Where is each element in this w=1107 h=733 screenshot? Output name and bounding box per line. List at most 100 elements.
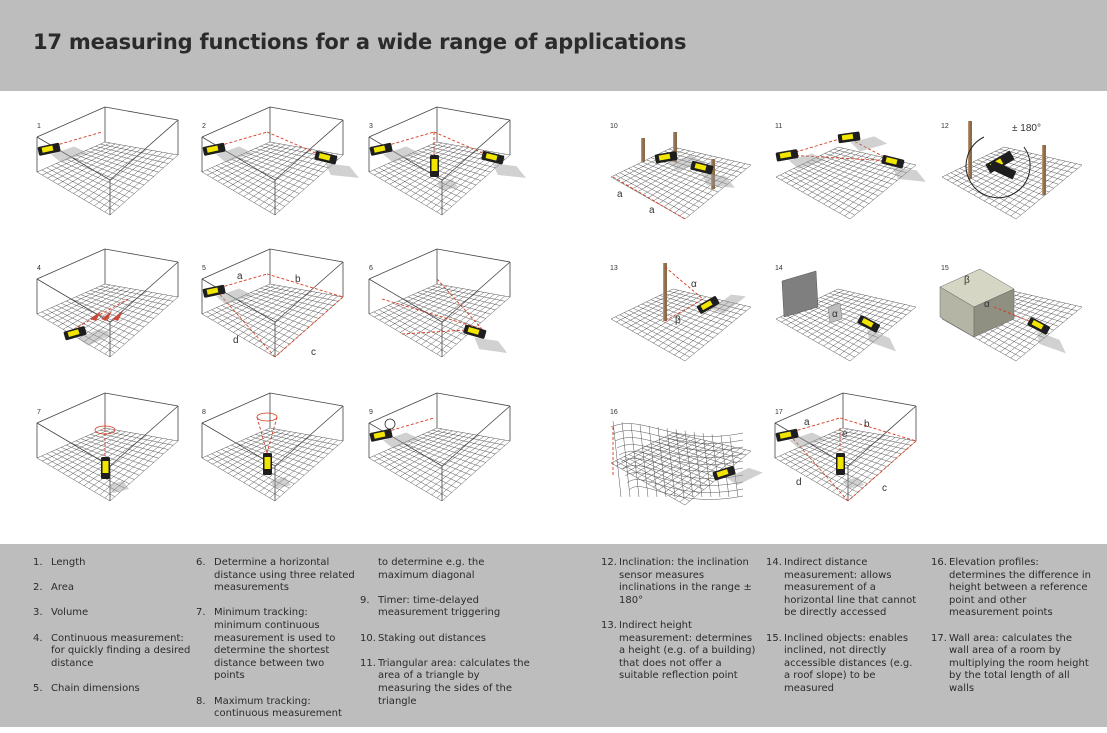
legend-item-number: 9. <box>360 594 370 606</box>
angle-alpha: α <box>832 309 838 320</box>
laser-meter-icon <box>463 324 508 354</box>
legend-item-number: 5. <box>33 682 43 694</box>
legend-item-text: Inclination: the inclination sensor meas… <box>619 557 752 606</box>
legend-item: 12.Inclination: the inclination sensor m… <box>601 557 761 607</box>
label-b: b <box>295 274 301 285</box>
legend-item-number: 4. <box>33 632 43 644</box>
legend-item-text: to determine e.g. the maximum diagonal <box>378 557 485 581</box>
illustration <box>36 106 179 216</box>
room-outline <box>368 248 511 357</box>
laser-beam <box>847 440 917 502</box>
laser-meter-icon <box>430 155 458 191</box>
angle-beta: β <box>964 275 970 286</box>
panel-number: 14 <box>775 265 783 272</box>
panel-number: 7 <box>37 409 41 416</box>
panel-11: 11 <box>768 117 928 247</box>
laser-beam <box>77 298 129 328</box>
legend-item-number: 1. <box>33 557 43 568</box>
legend-item-number: 3. <box>33 607 43 619</box>
laser-meter-icon <box>836 453 864 489</box>
panel-2: 2 <box>195 106 359 247</box>
illustration: βα <box>939 268 1083 362</box>
panel-number: 6 <box>369 265 373 272</box>
label-a: a <box>617 189 623 200</box>
legend-item: 1.Length <box>33 557 193 570</box>
panel-8: 8 <box>195 392 355 533</box>
room-outline <box>201 248 344 357</box>
laser-beam <box>787 432 849 502</box>
laser-beam <box>214 131 268 148</box>
panel-number: 3 <box>369 123 373 130</box>
illustration <box>201 392 344 502</box>
illustration: aa <box>610 132 752 220</box>
legend-item-text: Elevation profiles: determines the diffe… <box>949 557 1091 619</box>
illustration: ± 180° <box>941 121 1083 220</box>
legend-item: 11.Triangular area: calculates the area … <box>360 658 535 708</box>
room-outline <box>36 392 179 501</box>
laser-beam <box>381 131 435 148</box>
laser-beam <box>266 273 344 298</box>
legend-item: 7.Minimum tracking: minimum continuous m… <box>196 607 356 683</box>
panel-16: 16 <box>603 403 763 533</box>
laser-beam <box>266 416 278 454</box>
illustration <box>368 248 511 358</box>
wall-block <box>781 270 843 324</box>
angle-alpha: α <box>691 279 697 290</box>
laser-beam <box>787 417 841 434</box>
legend-item: 16.Elevation profiles: determines the di… <box>931 557 1091 620</box>
legend-item-number: 11. <box>360 657 376 669</box>
laser-meter-icon <box>857 315 896 352</box>
terrain-profile <box>610 420 744 500</box>
laser-meter-icon <box>690 161 735 188</box>
legend-item-text: Staking out distances <box>378 632 486 644</box>
laser-meter-icon <box>263 453 291 489</box>
panel-number: 16 <box>610 409 618 416</box>
legend-item-number: 8. <box>196 695 206 707</box>
laser-meter-icon <box>654 151 705 172</box>
legend-item-text: Indirect distance measurement: allows me… <box>784 557 917 619</box>
laser-beam <box>785 154 893 162</box>
illustration <box>201 106 359 216</box>
post <box>673 132 677 162</box>
post <box>663 263 667 321</box>
panel-number: 12 <box>941 123 949 130</box>
legend-item-text: Volume <box>51 607 89 619</box>
label-c: c <box>882 483 887 494</box>
tracking-circle <box>256 412 278 422</box>
rotation-arc <box>965 136 1031 199</box>
legend-item: 10.Staking out distances <box>360 633 535 646</box>
post <box>641 138 645 162</box>
legend-column-6: 16.Elevation profiles: determines the di… <box>931 557 1091 708</box>
legend-item: 6.Determine a horizontal distance using … <box>196 557 356 595</box>
laser-meter-icon <box>369 428 420 449</box>
laser-beam <box>381 298 483 330</box>
legend-item: to determine e.g. the maximum diagonal <box>360 557 535 582</box>
laser-meter-icon <box>63 326 114 346</box>
panel-number: 15 <box>941 265 949 272</box>
post <box>711 159 715 189</box>
panel-number: 5 <box>202 265 206 272</box>
laser-meter-icon <box>712 465 763 486</box>
legend-item-text: Area <box>51 582 75 594</box>
panel-number: 1 <box>37 123 41 130</box>
label-e: e <box>842 429 848 440</box>
floor-grid <box>368 141 511 216</box>
panel-number: 4 <box>37 265 41 272</box>
page-title: 17 measuring functions for a wide range … <box>33 30 687 54</box>
panel-number: 2 <box>202 123 206 130</box>
illustration <box>368 392 511 502</box>
legend-item-number: 14. <box>766 557 782 568</box>
floor-grid <box>775 146 917 220</box>
legend-item: 8.Maximum tracking: continuous measureme… <box>196 696 356 721</box>
legend-column-2: 6.Determine a horizontal distance using … <box>196 557 356 733</box>
panel-4: 4 <box>30 248 190 389</box>
legend-item: 13.Indirect height measurement: determin… <box>601 620 761 683</box>
header-band: 17 measuring functions for a wide range … <box>0 0 1107 91</box>
angle-alpha: α <box>984 299 990 310</box>
legend-item-text: Timer: time-delayed measurement triggeri… <box>378 594 501 619</box>
laser-meter-icon <box>1027 317 1066 354</box>
floor-grid <box>36 141 179 216</box>
floor-grid <box>610 288 752 362</box>
